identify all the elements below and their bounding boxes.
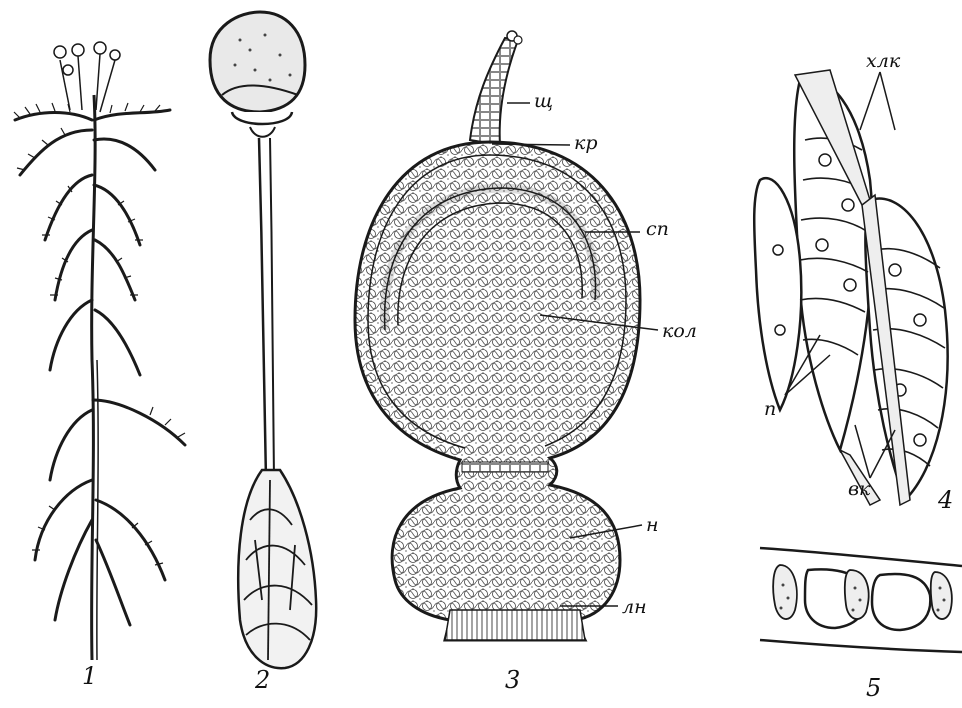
leaf-cells-drawing <box>754 70 947 505</box>
sporophyte-drawing <box>210 12 316 668</box>
label-kol: кол <box>662 322 697 341</box>
label-p: п <box>764 400 776 419</box>
label-shch: щ <box>534 92 553 111</box>
moss-plant-drawing <box>14 42 185 660</box>
label-khlk: хлк <box>866 52 900 71</box>
figure-number-5: 5 <box>866 676 881 700</box>
capsule-section-drawing <box>355 31 658 640</box>
label-n: н <box>646 516 659 535</box>
figure-number-1: 1 <box>82 664 97 688</box>
label-vk: вк <box>848 480 870 499</box>
label-kr: кр <box>574 134 598 153</box>
figure-number-4: 4 <box>938 488 953 512</box>
figure-number-2: 2 <box>255 668 270 692</box>
figure-number-3: 3 <box>505 668 520 692</box>
label-ln: лн <box>622 598 647 617</box>
label-sp: сп <box>646 220 669 239</box>
leaf-cross-section-drawing <box>760 548 962 652</box>
